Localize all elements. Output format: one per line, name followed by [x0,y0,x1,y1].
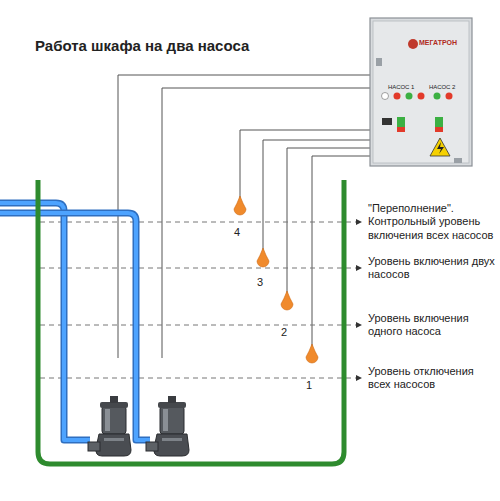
pump-indicator-label: НАСОС 1 [388,84,414,91]
pump [88,396,131,456]
float-switch [281,291,293,310]
level-line [40,222,362,378]
callout-number: 2 [280,326,288,339]
control-cabinet [370,18,472,166]
cable [118,75,372,358]
level-label: Уровень включения одного насоса [368,312,496,338]
level-label: Уровень отключения всех насосов [368,365,496,391]
level-label: Уровень включения двух насосов [368,255,496,281]
pump [146,396,189,456]
float-switch [234,196,246,215]
float-switch [306,344,318,363]
callout-number: 1 [305,379,313,392]
level-label: "Переполнение". Контрольный уровень вклю… [368,202,496,242]
pump-indicator-label: НАСОС 2 [429,84,455,91]
callout-number: 4 [233,226,241,239]
callout-number: 3 [256,276,264,289]
diagram-title: Работа шкафа на два насоса [35,37,249,55]
tank [38,180,344,464]
brand-logo: МЕГАТРОН [419,39,457,47]
float-switch [257,248,269,267]
